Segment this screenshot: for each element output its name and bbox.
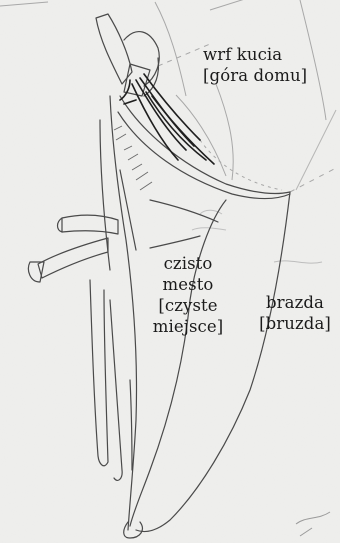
label-brazda: brazda [bruzda] [250, 292, 340, 334]
label-wrf-kucia: wrf kucia [góra domu] [203, 44, 340, 86]
label-czisto-mesto: czisto mesto [czyste miejsce] [138, 253, 238, 337]
